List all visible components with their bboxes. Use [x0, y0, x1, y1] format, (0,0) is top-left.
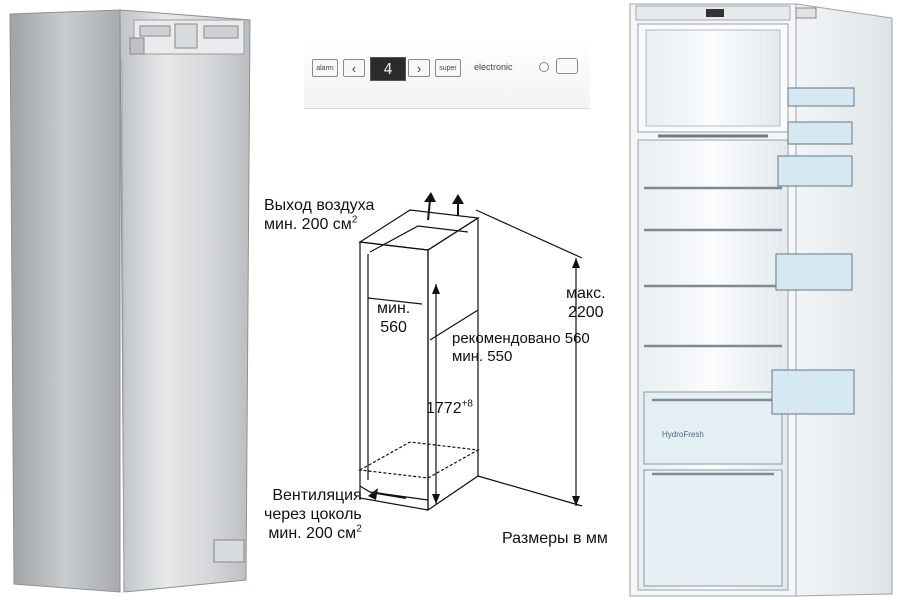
- top-hinge-bracket: [129, 19, 245, 55]
- max-height-label: макс. 2200: [566, 285, 606, 321]
- door-bin[interactable]: [775, 253, 853, 291]
- freezer-door-flap: [645, 29, 781, 127]
- super-button-label: super: [439, 64, 457, 72]
- air-outlet-arrows: [424, 192, 464, 221]
- niche-base-line: [359, 485, 429, 501]
- super-button[interactable]: super: [435, 59, 461, 77]
- max-height-top-extension: [475, 209, 583, 259]
- dimension-arrowheads: [432, 258, 580, 506]
- niche-inner-top: [369, 225, 469, 253]
- door-bin[interactable]: [777, 155, 853, 187]
- door-bin[interactable]: [787, 87, 855, 107]
- fridge-closed-illustration: [9, 9, 251, 593]
- niche-plinth: [358, 441, 480, 479]
- fridge-cabinet-side: [9, 9, 121, 593]
- alarm-button-label: alarm: [316, 64, 334, 72]
- air-outlet-label: Выход воздуха мин. 200 см2: [264, 197, 375, 233]
- fridge-open-illustration: [629, 3, 893, 597]
- glass-shelves: [644, 186, 782, 348]
- niche-height-label: 1772+8: [426, 398, 473, 417]
- bottom-hinge-bracket: [213, 539, 245, 563]
- temperature-display: 4: [370, 57, 406, 81]
- min-width-label: мин. 560: [377, 300, 411, 336]
- alarm-button[interactable]: alarm: [312, 59, 338, 77]
- installation-niche-drawing: [358, 192, 583, 512]
- crisper-drawer-top[interactable]: [643, 391, 783, 465]
- niche-front-face: [359, 241, 429, 511]
- brand-text: electronic: [474, 62, 513, 72]
- units-note: Размеры в мм: [502, 530, 608, 547]
- chevron-right-icon: ›: [416, 60, 422, 76]
- crisper-label: HydroFresh: [662, 430, 704, 439]
- door-bin[interactable]: [771, 369, 855, 415]
- depth-dimension-line: [429, 309, 479, 341]
- fridge-door-panel: [119, 9, 251, 593]
- door-edge-line: [121, 59, 125, 581]
- power-icon[interactable]: [539, 62, 549, 72]
- door-bins: [771, 87, 855, 415]
- temp-down-button[interactable]: ‹: [343, 59, 365, 77]
- temp-up-button[interactable]: ›: [408, 59, 430, 77]
- temperature-display-value: 4: [383, 60, 393, 78]
- vent-arrows: [368, 488, 407, 500]
- door-bin[interactable]: [787, 121, 853, 145]
- width-dimension-line: [367, 297, 423, 305]
- crisper-drawer-bottom[interactable]: [643, 469, 783, 587]
- recommended-depth-label: рекомендовано 560 мин. 550: [452, 330, 590, 365]
- plinth-vent-label: Вентиляция через цоколь мин. 200 см2: [264, 487, 362, 542]
- on-off-button[interactable]: [556, 58, 578, 74]
- max-height-bottom-extension: [477, 475, 583, 507]
- mini-display: [706, 9, 724, 17]
- door-hinge: [795, 7, 817, 19]
- chevron-left-icon: ‹: [351, 60, 357, 76]
